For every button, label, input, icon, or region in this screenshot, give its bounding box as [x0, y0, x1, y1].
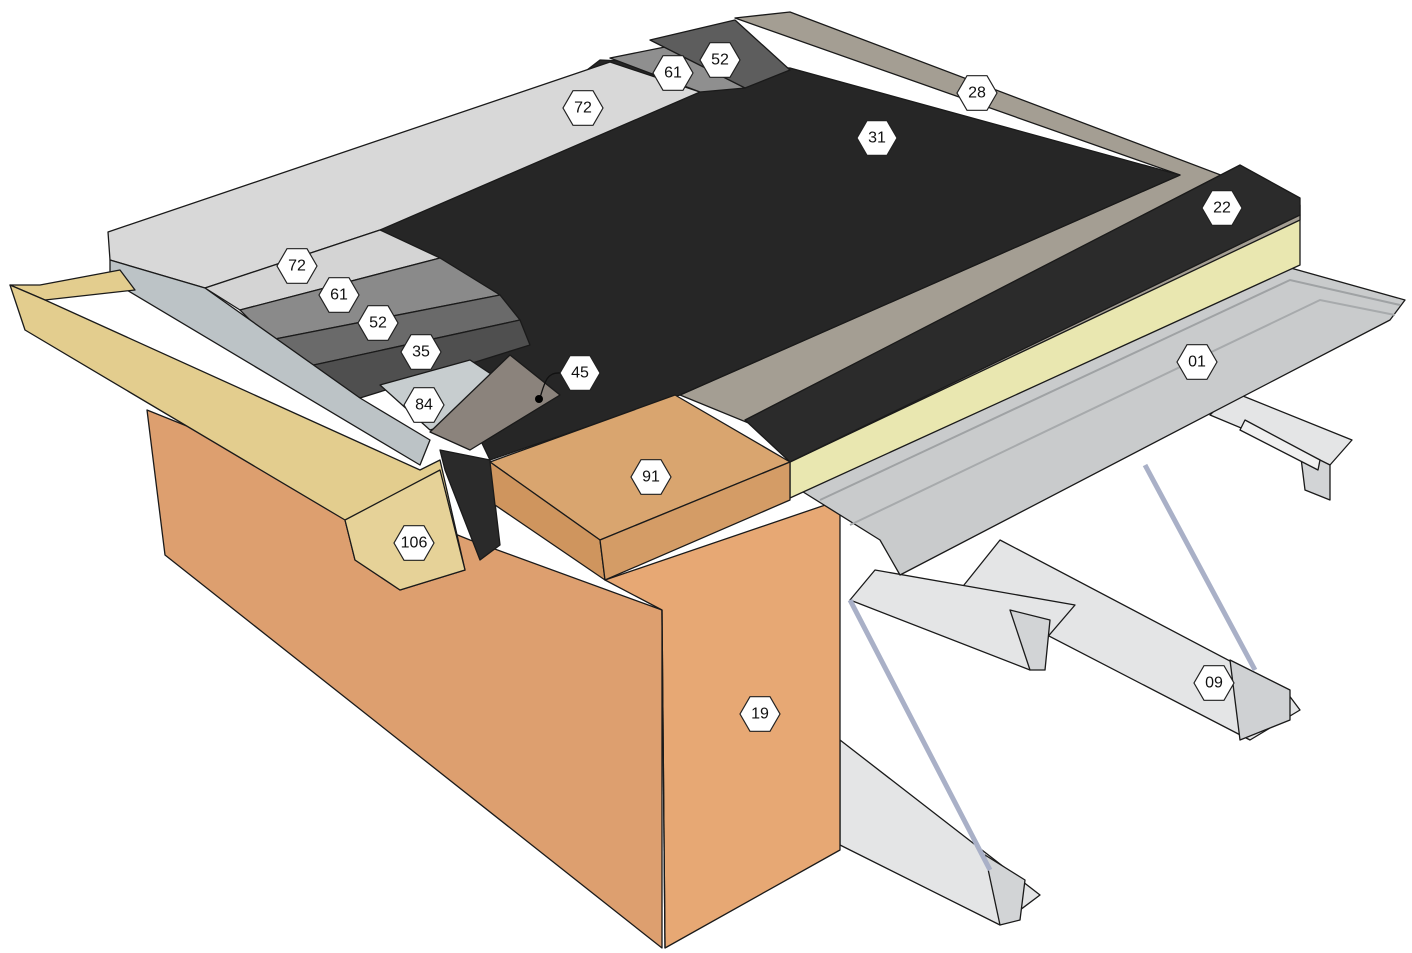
callout-hexagon	[652, 55, 694, 91]
callout-label-106: 106	[393, 525, 435, 561]
steel-joists	[839, 391, 1353, 926]
callout-labels: 52 61 72 28 31 22 72 61 52 35 45 84 01 91 106 09 19	[276, 42, 1243, 732]
callout-label-61-side: 61	[318, 277, 360, 313]
callout-label-52-side: 52	[357, 305, 399, 341]
callout-hexagon	[1193, 665, 1235, 701]
callout-label-28: 28	[956, 75, 998, 111]
callout-hexagon	[1201, 190, 1243, 226]
callout-label-52-top: 52	[699, 42, 741, 78]
callout-number: 45	[571, 365, 589, 382]
callout-hexagon	[856, 120, 898, 156]
membrane-strip	[744, 164, 1301, 463]
callout-label-84: 84	[403, 387, 445, 423]
callout-number: 61	[664, 65, 682, 82]
callout-number: 52	[369, 315, 387, 332]
callout-number: 09	[1205, 675, 1223, 692]
callout-hexagon	[1176, 344, 1218, 380]
callout-number: 61	[330, 287, 348, 304]
callout-number: 19	[751, 706, 769, 723]
roof-top	[107, 11, 1301, 561]
callout-hexagon	[276, 248, 318, 284]
masonry-wall	[146, 409, 841, 949]
callout-label-09: 09	[1193, 665, 1235, 701]
callout-label-22: 22	[1201, 190, 1243, 226]
callout-label-72-top: 72	[562, 90, 604, 126]
callout-number: 84	[415, 397, 433, 414]
callout-label-01: 01	[1176, 344, 1218, 380]
callout-number: 01	[1188, 354, 1206, 371]
callout-number: 28	[968, 85, 986, 102]
callout-hexagon	[403, 387, 445, 423]
callout-label-35: 35	[400, 334, 442, 370]
callout-hexagon	[739, 696, 781, 732]
callout-label-91: 91	[630, 459, 672, 495]
masonry-front-face	[604, 499, 841, 949]
callout-number: 35	[412, 344, 430, 361]
callout-number: 91	[642, 469, 660, 486]
leader-dot-45	[535, 395, 543, 403]
callout-number: 22	[1213, 200, 1231, 217]
callout-label-72-side: 72	[276, 248, 318, 284]
callout-number: 52	[711, 52, 729, 69]
callout-hexagon	[630, 459, 672, 495]
membrane-drop	[439, 449, 501, 561]
callout-hexagon	[357, 305, 399, 341]
callout-number: 31	[868, 130, 886, 147]
callout-number: 72	[574, 100, 592, 117]
callout-hexagon	[400, 334, 442, 370]
callout-hexagon	[699, 42, 741, 78]
rough-timber	[429, 354, 561, 451]
callout-number: 72	[288, 258, 306, 275]
callout-hexagon	[562, 90, 604, 126]
steel-deck	[799, 264, 1406, 576]
callout-number: 106	[401, 535, 428, 552]
timber-front	[599, 461, 791, 581]
callout-hexagon	[393, 525, 435, 561]
callout-label-31: 31	[856, 120, 898, 156]
leader-line-45	[539, 372, 561, 399]
callout-label-61-top: 61	[652, 55, 694, 91]
callout-hexagon	[318, 277, 360, 313]
callout-hexagon	[956, 75, 998, 111]
callout-label-19: 19	[739, 696, 781, 732]
